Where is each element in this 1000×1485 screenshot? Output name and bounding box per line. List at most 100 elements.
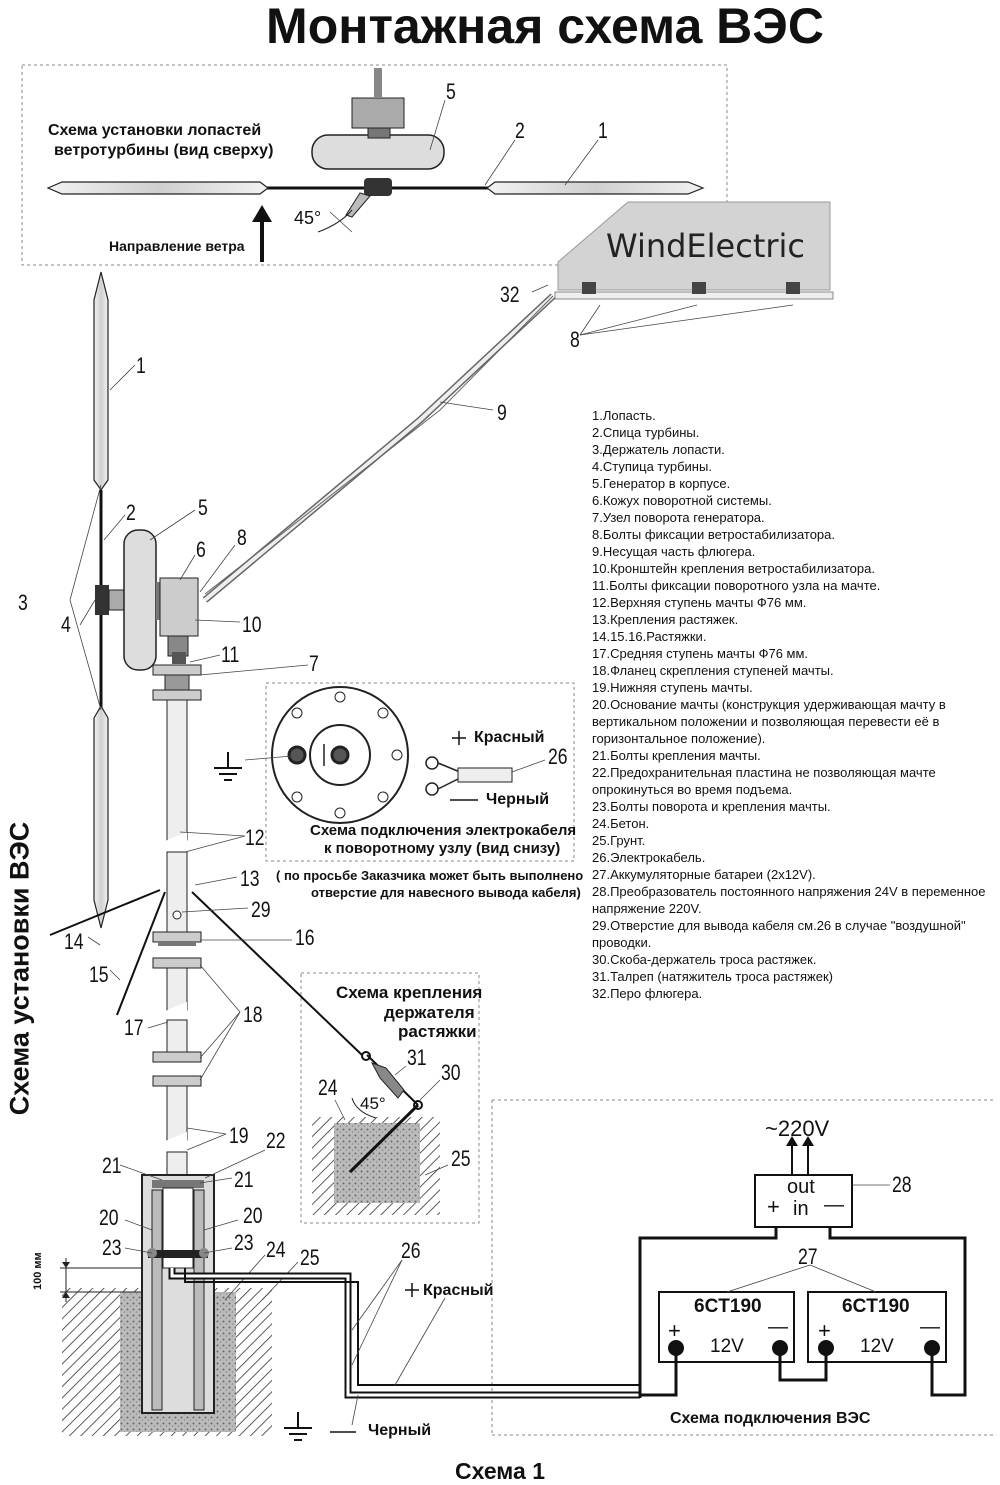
callout-9: 9 (497, 400, 507, 425)
foundation (60, 1149, 299, 1436)
callout-24-guy: 24 (318, 1075, 338, 1100)
legend-item: 3.Держатель лопасти. (592, 442, 725, 457)
callout-18: 18 (243, 1002, 263, 1027)
callout-1-top: 1 (598, 118, 608, 143)
callout-30: 30 (441, 1060, 461, 1085)
legend-item: 31.Талреп (натяжитель троса растяжек) (592, 969, 833, 984)
battery-2-voltage: 12V (860, 1336, 894, 1357)
legend-item: 20.Основание мачты (конструкция удержива… (592, 697, 946, 746)
battery-1-minus: — (768, 1316, 788, 1338)
cable-note-2: отверстие для навесного вывода кабеля) (311, 885, 581, 900)
callout-29: 29 (251, 897, 271, 922)
callout-3: 3 (18, 590, 28, 615)
callout-16: 16 (295, 925, 315, 950)
guy-scheme-caption-1: Схема крепления (336, 983, 483, 1002)
callout-2-side: 2 (126, 500, 136, 525)
cable-note-1: ( по просьбе Заказчика может быть выполн… (276, 868, 584, 883)
callout-25: 25 (300, 1245, 320, 1270)
legend-item: 7.Узел поворота генератора. (592, 510, 765, 525)
legend-item: 14.15.16.Растяжки. (592, 629, 707, 644)
callout-25-guy: 25 (451, 1146, 471, 1171)
callout-21-left: 21 (102, 1153, 122, 1178)
legend-item: 21.Болты крепления мачты. (592, 748, 761, 763)
foundation-depth-label: 100 мм (32, 1252, 44, 1290)
callout-31: 31 (407, 1045, 427, 1070)
converter-in-label: in (793, 1198, 809, 1220)
callout-24: 24 (266, 1237, 286, 1262)
legend-item: 19.Нижняя ступень мачты. (592, 680, 753, 695)
legend-item: 30.Скоба-держатель троса растяжек. (592, 952, 817, 967)
legend-item: 12.Верхняя ступень мачты Ф76 мм. (592, 595, 807, 610)
callout-6: 6 (196, 537, 206, 562)
legend-item: 29.Отверстие для вывода кабеля см.26 в с… (592, 918, 966, 950)
guy-scheme-panel (300, 972, 480, 1224)
callout-22: 22 (266, 1128, 286, 1153)
wiring-panel (168, 1099, 993, 1441)
callout-11: 11 (221, 642, 240, 667)
legend-item: 2.Спица турбины. (592, 425, 700, 440)
top-angle-label: 45° (294, 208, 322, 228)
callout-26-wiring: 26 (401, 1238, 421, 1263)
mast (49, 664, 363, 1183)
callout-32: 32 (500, 282, 520, 307)
callout-28: 28 (892, 1172, 912, 1197)
callout-20-left: 20 (99, 1205, 119, 1230)
callout-20-right: 20 (243, 1203, 263, 1228)
battery-2-plus: + (818, 1318, 831, 1343)
wiring-caption: Схема подключения ВЭС (670, 1410, 871, 1427)
legend-item: 17.Средняя ступень мачты Ф76 мм. (592, 646, 809, 661)
legend-item: 25.Грунт. (592, 833, 646, 848)
callout-27: 27 (798, 1244, 818, 1269)
wiring-black-label: Черный (368, 1422, 432, 1439)
callout-14: 14 (64, 929, 84, 954)
legend-item: 8.Болты фиксации ветростабилизатора. (592, 527, 835, 542)
legend-item: 6.Кожух поворотной системы. (592, 493, 772, 508)
callout-19: 19 (229, 1123, 249, 1148)
guy-angle-label: 45° (360, 1094, 386, 1113)
top-view-panel (21, 64, 728, 266)
battery-1-plus: + (668, 1318, 681, 1343)
callout-10: 10 (242, 612, 262, 637)
legend-item: 22.Предохранительная пластина не позволя… (592, 765, 936, 797)
cable-scheme-caption-2: к поворотному узлу (вид снизу) (324, 840, 561, 857)
cable-black-label: Черный (486, 791, 550, 808)
legend-item: 1.Лопасть. (592, 408, 656, 423)
cable-red-label: Красный (474, 729, 545, 746)
wind-direction-label: Направление ветра (109, 238, 245, 254)
legend-item: 11.Болты фиксации поворотного узла на ма… (592, 578, 881, 593)
brand-logo: WindElectric (606, 227, 805, 265)
callout-21-right: 21 (234, 1167, 254, 1192)
battery-2-model: 6CT190 (842, 1296, 910, 1317)
legend-item: 4.Ступица турбины. (592, 459, 712, 474)
battery-2-minus: — (920, 1316, 940, 1338)
callout-7: 7 (309, 651, 319, 676)
cable-scheme-panel (214, 682, 575, 862)
legend-item: 28.Преобразователь постоянного напряжени… (592, 884, 986, 916)
output-voltage-label: ~220V (765, 1116, 830, 1141)
legend-item: 27.Аккумуляторные батареи (2x12V). (592, 867, 816, 882)
callout-1-side: 1 (136, 353, 146, 378)
top-generator (311, 134, 445, 170)
callout-15: 15 (89, 962, 109, 987)
wiring-red-label: Красный (423, 1282, 494, 1299)
top-view-caption-1: Схема установки лопастей (48, 122, 262, 139)
legend-item: 5.Генератор в корпусе. (592, 476, 731, 491)
legend-item: 10.Кронштейн крепления ветростабилизатор… (592, 561, 875, 576)
callout-13: 13 (240, 866, 260, 891)
legend-item: 23.Болты поворота и крепления мачты. (592, 799, 831, 814)
guy-scheme-caption-2: держателя (384, 1003, 475, 1022)
figure-caption: Схема 1 (454, 1458, 545, 1484)
legend-item: 18.Фланец скрепления ступеней мачты. (592, 663, 834, 678)
guy-scheme-caption-3: растяжки (398, 1022, 477, 1041)
legend-item: 26.Электрокабель. (592, 850, 706, 865)
callout-8-side: 8 (237, 525, 247, 550)
top-blade-left (46, 181, 269, 195)
cable-scheme-caption-1: Схема подключения электрокабеля (310, 822, 577, 839)
battery-1-model: 6CT190 (694, 1296, 762, 1317)
callout-17: 17 (124, 1015, 144, 1040)
legend-list: 1.Лопасть. 2.Спица турбины. 3.Держатель … (592, 407, 994, 1002)
side-turbine (69, 271, 241, 929)
legend-item: 32.Перо флюгера. (592, 986, 703, 1001)
callout-5-top: 5 (446, 79, 456, 104)
